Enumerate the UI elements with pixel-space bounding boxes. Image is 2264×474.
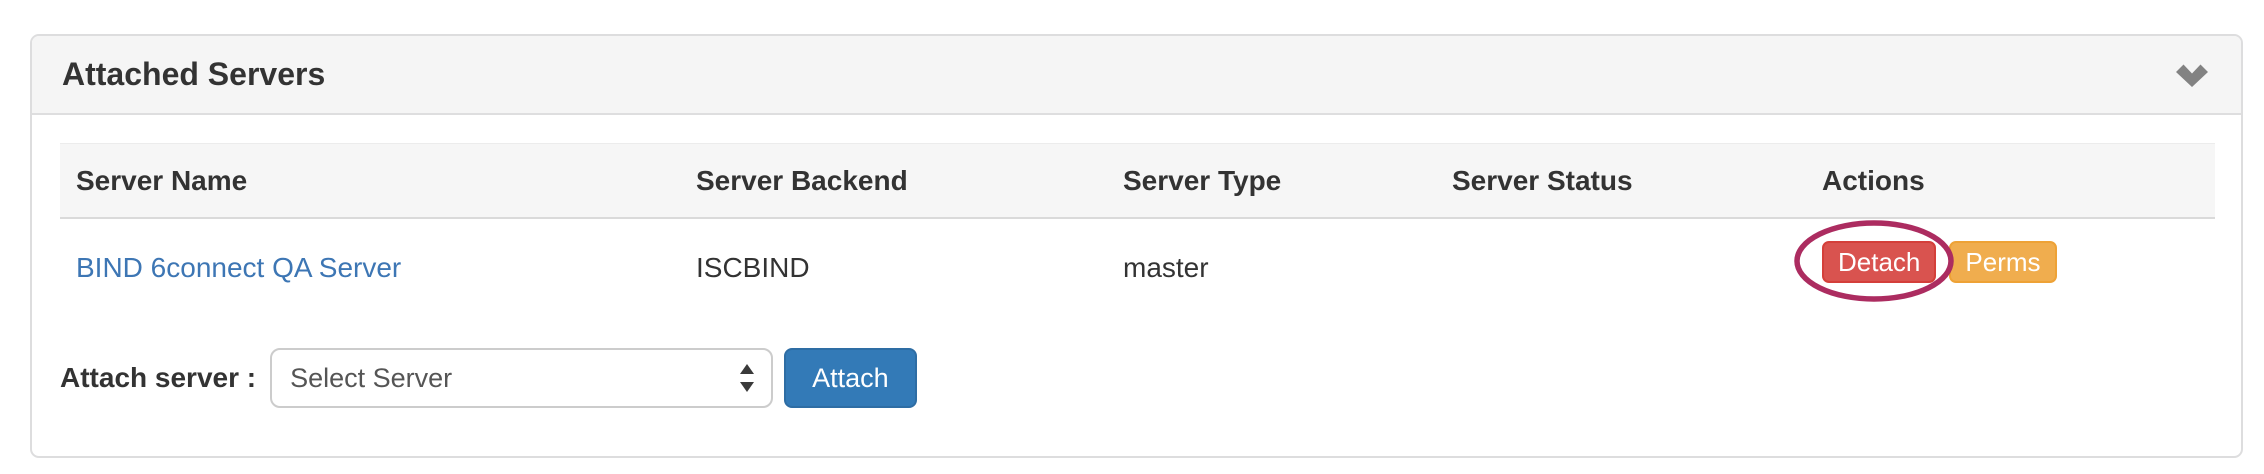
perms-button[interactable]: Perms (1949, 241, 2057, 283)
panel-title: Attached Servers (62, 56, 326, 92)
column-header-server-status: Server Status (1436, 143, 1806, 219)
column-header-server-backend: Server Backend (680, 143, 1107, 219)
detach-button[interactable]: Detach (1822, 241, 1937, 283)
select-arrows-icon (739, 363, 755, 393)
server-name-link[interactable]: BIND 6connect QA Server (76, 252, 402, 283)
server-name-cell: BIND 6connect QA Server (60, 218, 680, 342)
column-header-server-type: Server Type (1107, 143, 1436, 219)
table-row: BIND 6connect QA Server ISCBIND master D… (60, 218, 2215, 342)
column-header-server-name: Server Name (60, 143, 680, 219)
server-select-value: Select Server (290, 362, 453, 393)
column-header-actions: Actions (1806, 143, 2215, 219)
panel-heading: Attached Servers (32, 36, 2241, 115)
collapse-panel-button[interactable] (2174, 63, 2210, 88)
attached-servers-panel: Attached Servers Server Name Server Back… (30, 34, 2243, 458)
server-select-dropdown[interactable]: Select Server (270, 348, 774, 408)
attach-server-label: Attach server : (60, 362, 257, 393)
panel-body: Server Name Server Backend Server Type S… (32, 115, 2241, 408)
actions-cell: Detach Perms (1794, 218, 2215, 342)
attached-servers-table: Server Name Server Backend Server Type S… (60, 143, 2215, 342)
attach-server-form: Attach server : Select Server Attach (60, 348, 2215, 408)
chevron-down-icon (2174, 64, 2210, 91)
server-type-cell: master (1123, 252, 1209, 283)
attach-button[interactable]: Attach (784, 348, 917, 408)
server-status-cell (1436, 218, 1806, 342)
server-backend-cell: ISCBIND (696, 252, 810, 283)
table-header-row: Server Name Server Backend Server Type S… (60, 143, 2215, 219)
